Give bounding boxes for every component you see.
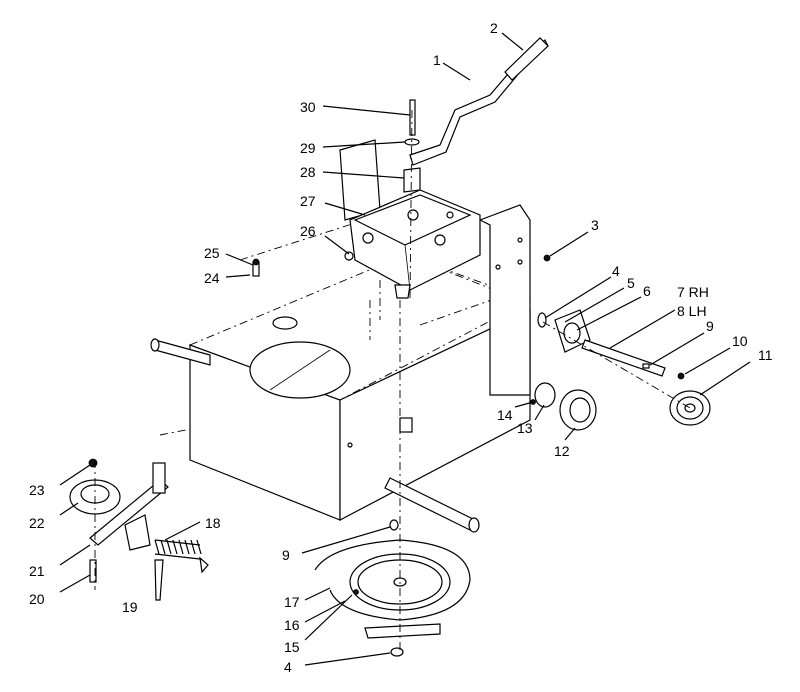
callout-28: 28 (300, 164, 316, 180)
lever-grip (504, 37, 549, 81)
callout-23: 23 (29, 482, 45, 498)
spring-18 (154, 539, 209, 574)
callout-5: 5 (627, 275, 635, 291)
callout-24: 24 (204, 270, 220, 286)
callout-26: 26 (300, 223, 316, 239)
block-28 (403, 167, 421, 193)
callout-labels: 2 1 30 29 28 27 26 25 24 3 4 5 6 7 RH 8 … (29, 20, 773, 675)
callout-12: 12 (554, 443, 570, 459)
idler-spacer (152, 462, 166, 494)
nut-23 (88, 458, 98, 468)
alignment-lines (94, 109, 691, 650)
callout-30: 30 (300, 99, 316, 115)
nut-26 (344, 251, 354, 261)
knob-assembly (530, 382, 597, 431)
frame-upright-plate (478, 204, 531, 396)
washer-4 (537, 312, 547, 328)
frame-side-plate (339, 309, 531, 521)
callout-17: 17 (284, 594, 300, 610)
idler-arm-21 (89, 479, 169, 546)
callout-19: 19 (122, 599, 138, 615)
hub-13 (534, 382, 556, 408)
callout-25: 25 (204, 245, 220, 261)
callout-4b: 4 (284, 659, 292, 675)
callout-21: 21 (29, 563, 45, 579)
callout-10: 10 (732, 333, 748, 349)
callout-11: 11 (758, 347, 773, 363)
leader-lines (59, 32, 751, 666)
idler-assembly (69, 458, 209, 601)
bolt-19 (154, 559, 164, 601)
callout-20: 20 (29, 591, 45, 607)
shaft-assembly (537, 254, 711, 426)
control-lever (409, 37, 549, 166)
setscrew-10 (677, 372, 685, 380)
small-fasteners-left (252, 251, 354, 277)
callout-15: 15 (284, 639, 300, 655)
axle-tubes (150, 338, 480, 533)
deck-hole (272, 316, 298, 330)
callout-14: 14 (497, 407, 513, 423)
callout-13: 13 (517, 420, 533, 436)
callout-8lh: 8 LH (677, 303, 707, 319)
bearing-6 (563, 322, 581, 344)
bolt-20 (89, 559, 97, 583)
transmission-housing (339, 139, 481, 299)
key-9-lower (389, 519, 399, 531)
callout-27: 27 (300, 193, 316, 209)
shaft-7-8 (581, 339, 666, 377)
bolt-30 (409, 99, 416, 136)
callout-7rh: 7 RH (677, 284, 709, 300)
main-frame (159, 204, 532, 521)
callout-2: 2 (490, 20, 498, 36)
callout-16: 16 (284, 617, 300, 633)
callout-18: 18 (205, 515, 221, 531)
callout-9a: 9 (706, 318, 714, 334)
drive-belt-assembly (314, 519, 471, 657)
callout-9b: 9 (282, 547, 290, 563)
nut-3 (543, 254, 551, 262)
callout-6: 6 (643, 283, 651, 299)
callout-29: 29 (300, 140, 316, 156)
key-15 (353, 589, 359, 595)
washer-4-lower (390, 647, 404, 657)
key-9 (642, 363, 650, 369)
callout-1: 1 (433, 52, 441, 68)
callout-22: 22 (29, 515, 45, 531)
callout-3: 3 (591, 217, 599, 233)
callout-4a: 4 (612, 263, 620, 279)
